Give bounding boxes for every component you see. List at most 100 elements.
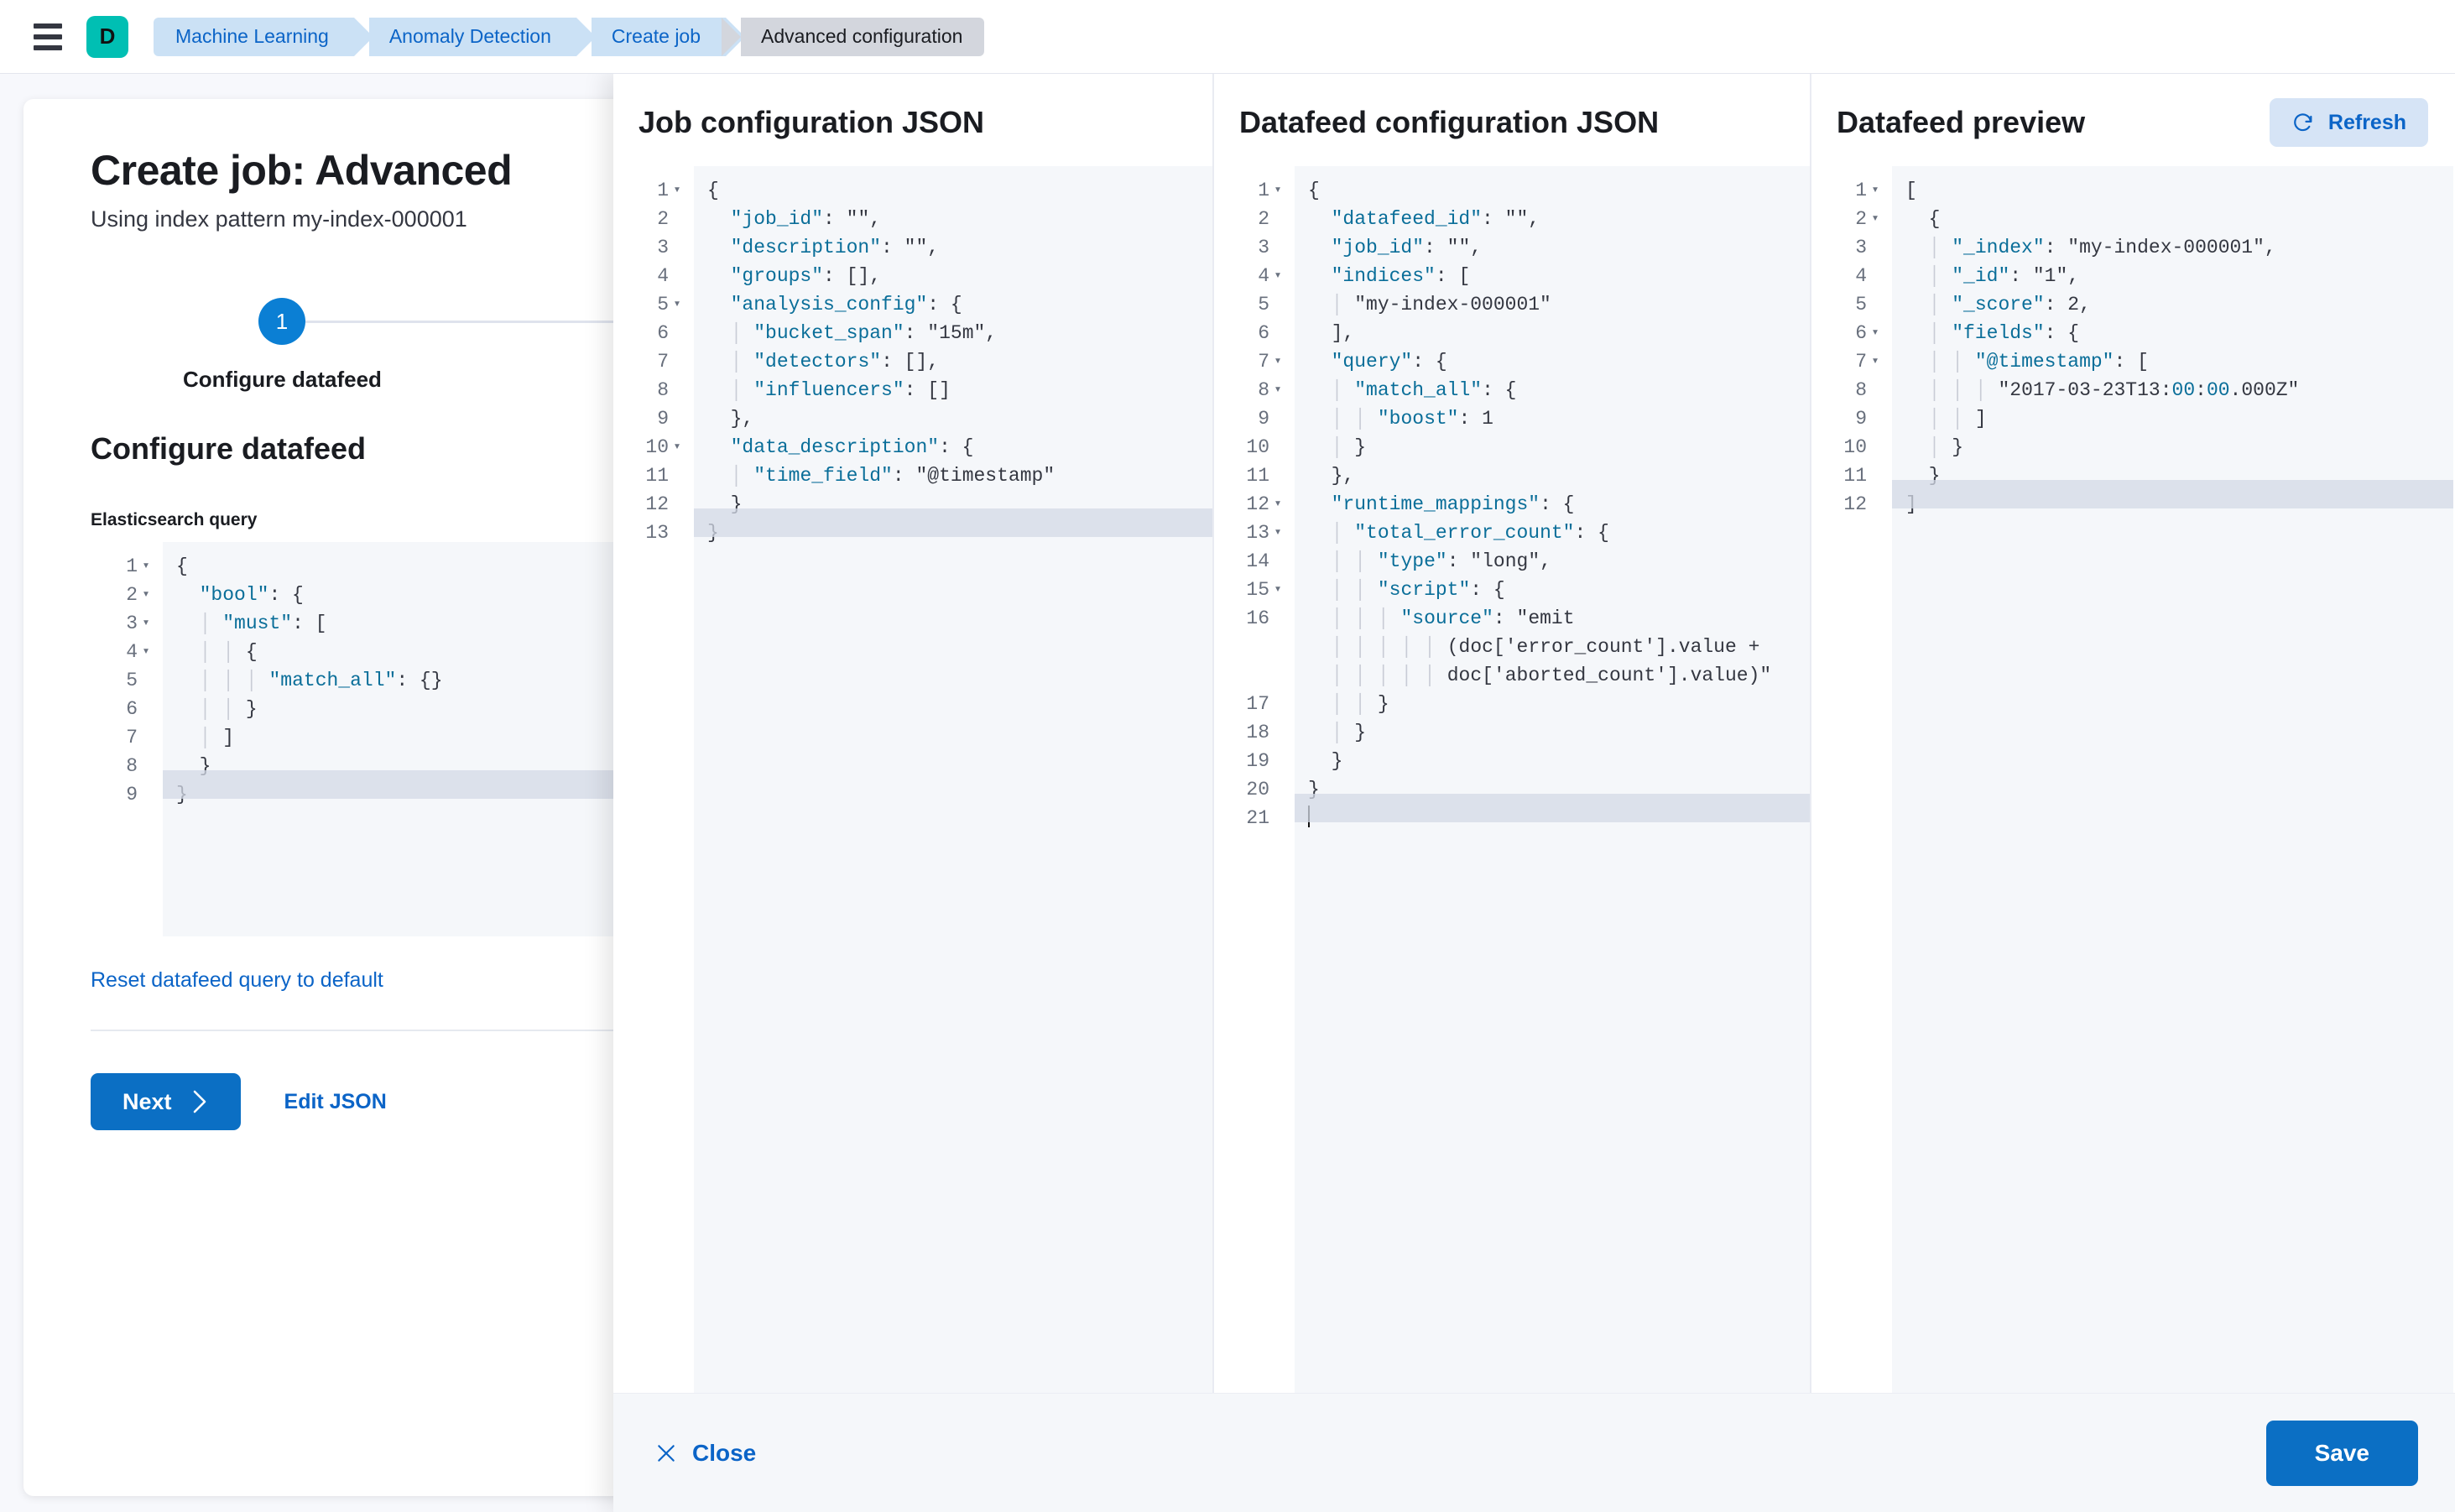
editor-line[interactable]: │ "total_error_count": { — [1331, 522, 1609, 544]
editor-line[interactable]: "description": "", — [730, 237, 940, 258]
editor-line-number: 3▾ — [1258, 237, 1269, 258]
page-subtitle: Using index pattern my-index-000001 — [91, 206, 467, 232]
editor-code-area[interactable]: [ { │ "_index": "my-index-000001", │ "_i… — [1892, 166, 2453, 1393]
editor-line-number: 11▾ — [1843, 465, 1867, 487]
editor-line[interactable]: }, — [1308, 465, 1355, 487]
hamburger-bar — [34, 23, 62, 29]
editor-line[interactable]: { — [1905, 208, 1941, 230]
editor-line[interactable]: │ │ "script": { — [1331, 579, 1505, 601]
editor-line[interactable]: │ │ │ "source": "emit │ │ │ │ │ (doc['er… — [1331, 607, 1772, 686]
editor-line[interactable]: │ │ "boost": 1 — [1331, 408, 1493, 430]
save-button[interactable]: Save — [2265, 1420, 2418, 1486]
editor-line-number: 13▾ — [645, 522, 669, 544]
editor-line[interactable]: │ "bucket_span": "15m", — [730, 322, 998, 344]
editor-line-number: 5▾ — [1855, 294, 1867, 315]
editor-line[interactable]: │ "_id": "1", — [1928, 265, 2080, 287]
editor-line-number: 4▾ — [1258, 265, 1282, 287]
editor-line-number: 9▾ — [1258, 408, 1269, 430]
hamburger-menu-icon[interactable] — [30, 19, 65, 55]
editor-line[interactable]: │ "influencers": [] — [730, 379, 951, 401]
editor-line[interactable]: ], — [1308, 322, 1355, 344]
editor-line-number: 8▾ — [1258, 379, 1282, 401]
reset-datafeed-query-link[interactable]: Reset datafeed query to default — [91, 968, 383, 992]
editor-line-number: 13▾ — [1246, 522, 1282, 544]
editor-line[interactable]: │ ] — [199, 727, 235, 748]
editor-line-number: 1▾ — [1258, 180, 1282, 201]
editor-line[interactable]: │ │ │ "2017-03-23T13:00:00.000Z" — [1928, 379, 2300, 401]
panel-title-datafeed-configuration: Datafeed configuration JSON — [1239, 105, 1660, 139]
editor-line[interactable]: │ } — [1331, 722, 1367, 743]
job-configuration-json-editor[interactable]: 1▾2▾3▾4▾5▾6▾7▾8▾9▾10▾11▾12▾13▾ { "job_id… — [613, 166, 1212, 1393]
editor-line[interactable]: │ "must": [ — [199, 613, 327, 634]
editor-line[interactable]: │ "match_all": { — [1331, 379, 1517, 401]
editor-line[interactable]: "job_id": "", — [1331, 237, 1483, 258]
editor-line-number: 14▾ — [1246, 550, 1269, 572]
editor-line-number: 4▾ — [1855, 265, 1867, 287]
editor-line[interactable]: }, — [707, 408, 754, 430]
space-avatar[interactable]: D — [86, 15, 128, 58]
editor-line[interactable]: │ "_score": 2, — [1928, 294, 2091, 315]
section-title-configure-datafeed: Configure datafeed — [91, 431, 367, 466]
datafeed-configuration-json-editor[interactable]: 1▾2▾3▾4▾5▾6▾7▾8▾9▾10▾11▾12▾13▾14▾15▾16▾1… — [1214, 166, 1810, 1393]
editor-line[interactable]: "runtime_mappings": { — [1331, 493, 1575, 515]
editor-line[interactable]: [ — [1905, 180, 1917, 201]
editor-line[interactable]: { — [176, 555, 188, 577]
editor-line-number: 7▾ — [126, 727, 138, 748]
hamburger-bar — [34, 34, 62, 39]
next-button[interactable]: Next — [91, 1073, 241, 1130]
datafeed-preview-json-editor[interactable]: 1▾2▾3▾4▾5▾6▾7▾8▾9▾10▾11▾12▾ [ { │ "_inde… — [1811, 166, 2453, 1393]
elasticsearch-query-label: Elasticsearch query — [91, 510, 258, 529]
editor-line[interactable]: │ "my-index-000001" — [1331, 294, 1551, 315]
breadcrumb-item-0[interactable]: Machine Learning — [154, 17, 373, 56]
refresh-button[interactable]: Refresh — [2269, 98, 2428, 147]
editor-line[interactable]: { — [1308, 180, 1320, 201]
hamburger-bar — [34, 44, 62, 50]
editor-line-number: 2▾ — [1855, 208, 1879, 230]
close-button[interactable]: Close — [650, 1439, 761, 1468]
panel-datafeed-configuration: Datafeed configuration JSON 1▾2▾3▾4▾5▾6▾… — [1212, 74, 1810, 1393]
editor-line[interactable]: "datafeed_id": "", — [1331, 208, 1540, 230]
editor-line-number: 18▾ — [1246, 722, 1269, 743]
refresh-icon — [2291, 111, 2315, 134]
breadcrumb-item-1[interactable]: Anomaly Detection — [368, 17, 596, 56]
editor-line-number: 5▾ — [126, 670, 138, 691]
editor-line[interactable]: │ "time_field": "@timestamp" — [730, 465, 1055, 487]
editor-line[interactable]: "query": { — [1331, 351, 1447, 373]
editor-line[interactable]: │ │ { — [199, 641, 258, 663]
editor-line[interactable]: { — [707, 180, 719, 201]
editor-line[interactable]: │ "_index": "my-index-000001", — [1928, 237, 2276, 258]
editor-line-number: 8▾ — [1855, 379, 1867, 401]
editor-line-number: 11▾ — [645, 465, 669, 487]
editor-line[interactable]: "data_description": { — [730, 436, 974, 458]
breadcrumb-item-2[interactable]: Create job — [591, 17, 746, 56]
editor-line[interactable]: │ } — [1928, 436, 1964, 458]
panel-header: Datafeed preview Refresh — [1811, 74, 2453, 151]
editor-code-area[interactable]: { "job_id": "", "description": "", "grou… — [694, 166, 1212, 1393]
editor-line[interactable]: "analysis_config": { — [730, 294, 962, 315]
editor-line[interactable]: │ "detectors": [], — [730, 351, 940, 373]
editor-line[interactable]: "indices": [ — [1331, 265, 1471, 287]
edit-json-link[interactable]: Edit JSON — [284, 1089, 387, 1113]
editor-line-number: 6▾ — [1855, 322, 1879, 344]
editor-line[interactable]: │ │ │ "match_all": {} — [199, 670, 443, 691]
editor-line[interactable]: │ │ "@timestamp": [ — [1928, 351, 2149, 373]
editor-line[interactable]: "job_id": "", — [730, 208, 882, 230]
editor-gutter: 1▾2▾3▾4▾5▾6▾7▾8▾9▾ — [91, 542, 163, 936]
editor-code-area[interactable]: { "datafeed_id": "", "job_id": "", "indi… — [1295, 166, 1810, 1393]
editor-line[interactable]: │ │ "type": "long", — [1331, 550, 1551, 572]
editor-line[interactable]: │ } — [1331, 436, 1367, 458]
editor-line[interactable]: │ │ } — [1331, 693, 1389, 715]
editor-line[interactable]: "groups": [], — [730, 265, 882, 287]
editor-line-number: 2▾ — [126, 584, 150, 606]
panel-header: Datafeed configuration JSON — [1214, 74, 1810, 151]
editor-line[interactable]: │ "fields": { — [1928, 322, 2080, 344]
editor-line-number: 3▾ — [1855, 237, 1867, 258]
editor-line[interactable]: │ │ ] — [1928, 408, 1987, 430]
editor-line-number: 6▾ — [126, 698, 138, 720]
editor-line[interactable]: "bool": { — [199, 584, 304, 606]
editor-line[interactable]: │ │ } — [199, 698, 258, 720]
editor-line-number: 9▾ — [1855, 408, 1867, 430]
wizard-step-1-circle[interactable]: 1 — [258, 298, 305, 345]
editor-line[interactable]: } — [1308, 750, 1343, 772]
